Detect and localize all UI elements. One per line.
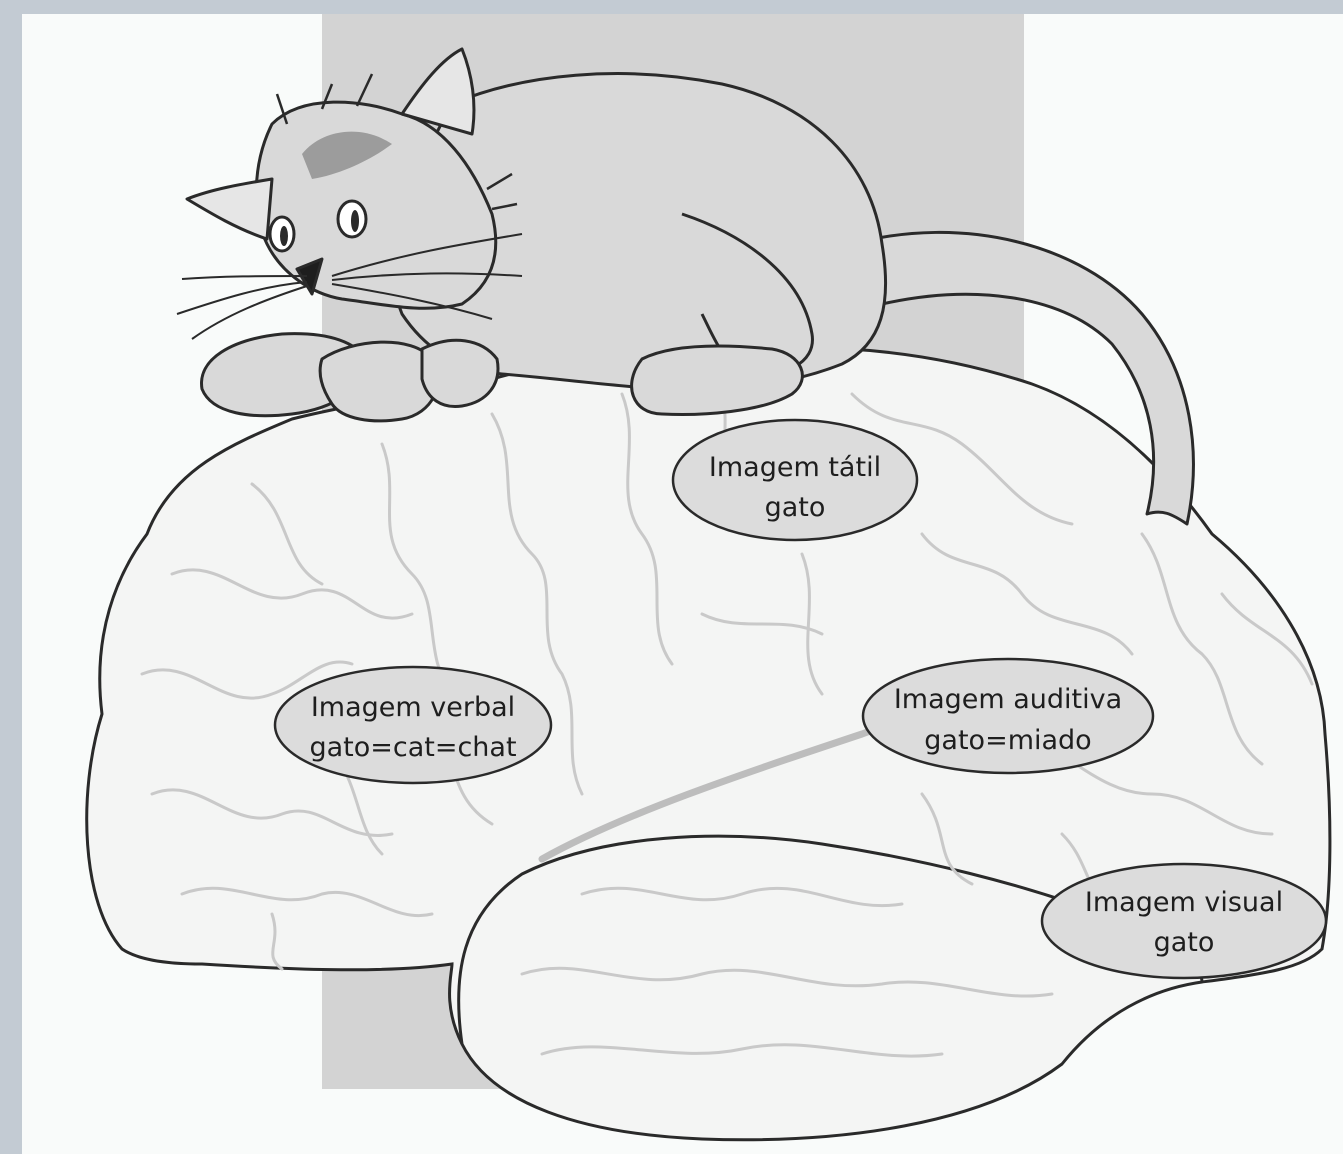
- label-visual-bubble: [1042, 864, 1326, 978]
- diagram-panel: Imagem tátil gato Imagem verbal gato=cat…: [22, 14, 1343, 1154]
- label-auditory-line2: gato=miado: [924, 725, 1091, 756]
- cat-left-ear: [187, 179, 272, 239]
- cat-left-pupil: [280, 226, 288, 246]
- cat-front-paw: [320, 342, 438, 421]
- label-tactile-line2: gato: [765, 492, 826, 523]
- brain-cat-illustration: Imagem tátil gato Imagem verbal gato=cat…: [22, 14, 1343, 1154]
- label-auditory-line1: Imagem auditiva: [894, 684, 1122, 715]
- label-tactile-line1: Imagem tátil: [709, 452, 881, 483]
- label-verbal-bubble: [275, 667, 551, 783]
- label-verbal-line2: gato=cat=chat: [309, 732, 516, 763]
- label-auditory: Imagem auditiva gato=miado: [863, 659, 1153, 773]
- label-visual: Imagem visual gato: [1042, 864, 1326, 978]
- cat-front-paw-right: [422, 340, 498, 406]
- label-verbal: Imagem verbal gato=cat=chat: [275, 667, 551, 783]
- label-visual-line1: Imagem visual: [1085, 887, 1283, 918]
- cat-right-pupil: [351, 210, 359, 232]
- label-visual-line2: gato: [1154, 927, 1215, 958]
- label-verbal-line1: Imagem verbal: [311, 692, 515, 723]
- label-tactile: Imagem tátil gato: [673, 420, 917, 540]
